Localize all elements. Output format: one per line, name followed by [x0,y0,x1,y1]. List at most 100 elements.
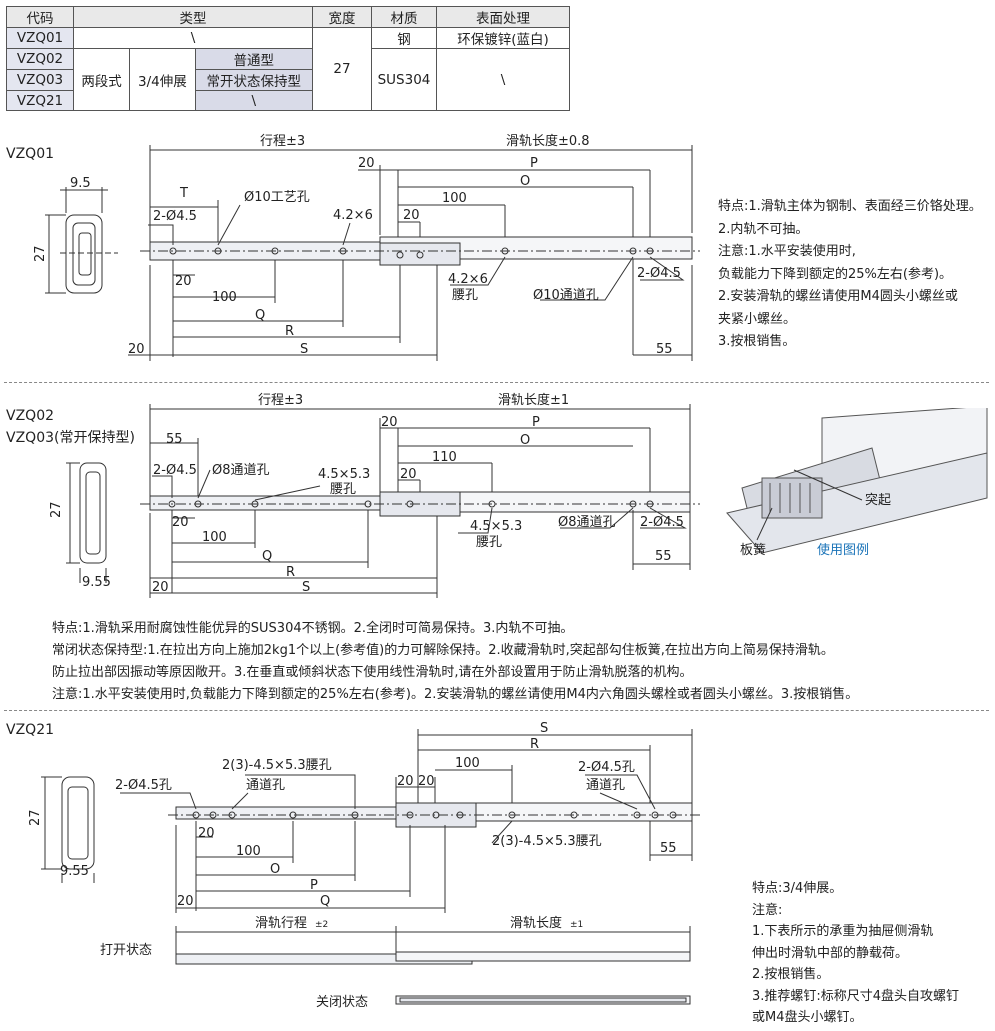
dim-9-5: 9.5 [70,176,91,191]
dim-20-mid: 20 [403,208,420,223]
pass-hole-8-right: Ø8通道孔 [558,515,616,530]
dim-9-55-3: 9.55 [60,864,89,879]
dim-S-2: S [302,580,310,595]
stroke-label-2: 行程±3 [258,393,303,408]
dim-20-d: 20 [177,894,194,909]
header-code: 代码 [6,6,74,28]
header-width: 宽度 [312,6,372,28]
dim-55: 55 [656,342,673,357]
dim-Q-3: Q [320,894,330,909]
finish-vzq01: 环保镀锌(蓝白) [436,27,570,49]
note-line: 特点:3/4伸展。 [752,881,843,896]
bump-label: 突起 [865,492,891,508]
notes-vzq01: 特点:1.滑轨主体为钢制、表面经三价铬处理。 2.内轨不可抽。 注意:1.水平安… [718,196,982,354]
dim-110: 110 [432,450,457,465]
slot-size: 4.2×6 [333,208,373,223]
dim-S-3: S [540,721,548,736]
dim-Q: Q [255,308,265,323]
hole-2-4-5-right: 2-Ø4.5 [637,266,681,281]
slot-word-2: 腰孔 [330,482,356,497]
dim-100-3: 100 [455,756,480,771]
length-label: 滑轨长度±0.8 [506,133,590,149]
dim-O: O [520,174,530,189]
dim-20-bottom-2: 20 [172,515,189,530]
divider [4,382,989,383]
note-line: 注意:1.水平安装使用时,负载能力下降到额定的25%左右(参考)。2.安装滑轨的… [52,687,859,702]
note-line: 或M4盘头小螺钉。 [752,1010,863,1025]
hole-2-4-5-left: 2-Ø4.5 [153,463,197,478]
dim-20-c: 20 [198,826,215,841]
slot-word: 腰孔 [452,288,478,303]
note-line: 2.按根销售。 [752,967,830,982]
length-tol: ±1 [570,920,583,930]
section-title-vzq21: VZQ21 [6,722,55,738]
note-line: 注意:1.水平安装使用时, [718,244,856,259]
note-line: 2.内轨不可抽。 [718,221,809,237]
usage-illustration: 突起 板簧 使用图例 [726,408,988,558]
dim-P: P [530,156,538,171]
type-two-stage: 两段式 [72,48,131,111]
dim-S: S [300,342,308,357]
spec-table: 代码 类型 宽度 材质 表面处理 VZQ01 \ 27 钢 环保镀锌(蓝白) V… [6,6,570,111]
dim-P-2: P [532,415,540,430]
type-extension: 3/4伸展 [129,48,196,111]
type-vzq21: \ [194,90,314,111]
note-line: 伸出时滑轨中部的静载荷。 [752,945,909,961]
pass-hole-right: 通道孔 [586,778,625,793]
length-label-2: 滑轨长度±1 [498,392,569,408]
pass-hole-8: Ø8通道孔 [212,463,270,478]
dim-55-3: 55 [660,841,677,856]
note-line: 常闭状态保持型:1.在拉出方向上施加2kg1个以上(参考值)的力可解除保持。2.… [52,643,834,658]
hole-2-4-5-hole-right: 2-Ø4.5孔 [578,760,635,775]
dim-20-mid-2: 20 [400,467,417,482]
process-hole: Ø10工艺孔 [244,190,310,205]
dim-P-3: P [310,878,318,893]
pass-hole-left: 通道孔 [246,778,285,793]
dim-55-right: 55 [655,549,672,564]
dim-R-3: R [530,737,539,752]
material-sus: SUS304 [371,48,437,111]
closed-state: 关闭状态 [316,995,368,1010]
code-vzq21: VZQ21 [6,90,74,111]
width-cell: 27 [312,27,372,111]
note-line: 1.下表所示的承重为抽屉侧滑轨 [752,924,934,939]
hole-2-4-5-right-2: 2-Ø4.5 [640,515,684,530]
code-vzq02: VZQ02 [6,48,74,70]
cross-section-vzq21 [41,776,95,883]
slot-2-3: 2(3)-4.5×5.3腰孔 [222,758,332,773]
note-line: 夹紧小螺丝。 [718,311,797,327]
dim-20-top: 20 [358,156,375,171]
note-line: 负载能力下降到额定的25%左右(参考)。 [718,266,953,282]
usage-caption: 使用图例 [817,542,869,558]
section-title-vzq01: VZQ01 [6,146,55,162]
code-vzq03: VZQ03 [6,69,74,91]
dim-20-left-2: 20 [152,580,169,595]
code-vzq01: VZQ01 [6,27,74,49]
dim-R: R [285,324,294,339]
drawing-vzq02: 行程±3 滑轨长度±1 55 2-Ø4.5 Ø8通道孔 4.5×5.3 腰孔 2… [49,392,700,598]
section-title-vzq02: VZQ02 [6,408,55,424]
dim-100-c: 100 [236,844,261,859]
dim-27-2: 27 [49,501,64,518]
dim-9-55: 9.55 [82,575,111,590]
hole-2-4-5-hole: 2-Ø4.5孔 [115,778,172,793]
notes-vzq21: 特点:3/4伸展。 注意: 1.下表所示的承重为抽屉侧滑轨 伸出时滑轨中部的静载… [752,878,959,1029]
note-line: 特点:1.滑轨采用耐腐蚀性能优异的SUS304不锈钢。2.全闭时可简易保持。3.… [52,621,574,636]
open-state: 打开状态 [100,943,152,958]
note-line: 3.按根销售。 [718,334,796,349]
hole-2-4-5: 2-Ø4.5 [153,209,197,224]
dim-20-top-2: 20 [381,415,398,430]
slot-size-2: 4.5×5.3 [318,467,370,482]
dim-20-a: 20 [397,774,414,789]
slot-size-right: 4.5×5.3 [470,519,522,534]
cross-section-vzq02 [66,462,107,583]
dim-O-2: O [520,433,530,448]
drawing-vzq01: 9.5 27 T 2-Ø4.5 Ø10工艺孔 4.2×6 行程±3 滑轨长度±0… [33,133,700,361]
dim-27-3: 27 [28,809,43,826]
note-line: 注意: [752,902,783,918]
note-line: 3.推荐螺钉:标称尺寸4盘头自攻螺钉 [752,988,960,1004]
dim-100-bottom: 100 [212,290,237,305]
header-finish: 表面处理 [436,6,570,28]
dim-20-left: 20 [128,342,145,357]
note-line: 特点:1.滑轨主体为钢制、表面经三价铬处理。 [718,199,982,214]
